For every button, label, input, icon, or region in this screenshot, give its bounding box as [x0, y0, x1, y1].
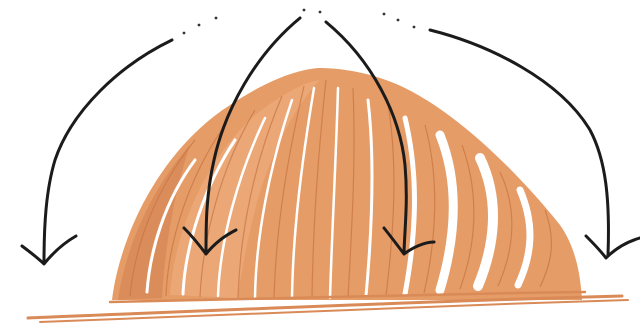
arrow-head: [22, 236, 76, 264]
dot: [413, 26, 416, 29]
dot: [183, 32, 186, 35]
dot: [319, 11, 322, 14]
base-line: [40, 300, 628, 322]
arrow-head: [586, 236, 640, 258]
ellipsis-dots: [183, 9, 416, 35]
dot: [383, 13, 386, 16]
dot: [215, 17, 218, 20]
dot: [198, 24, 201, 27]
dome-icon: [112, 68, 582, 300]
dot: [303, 9, 306, 12]
dot: [397, 19, 400, 22]
